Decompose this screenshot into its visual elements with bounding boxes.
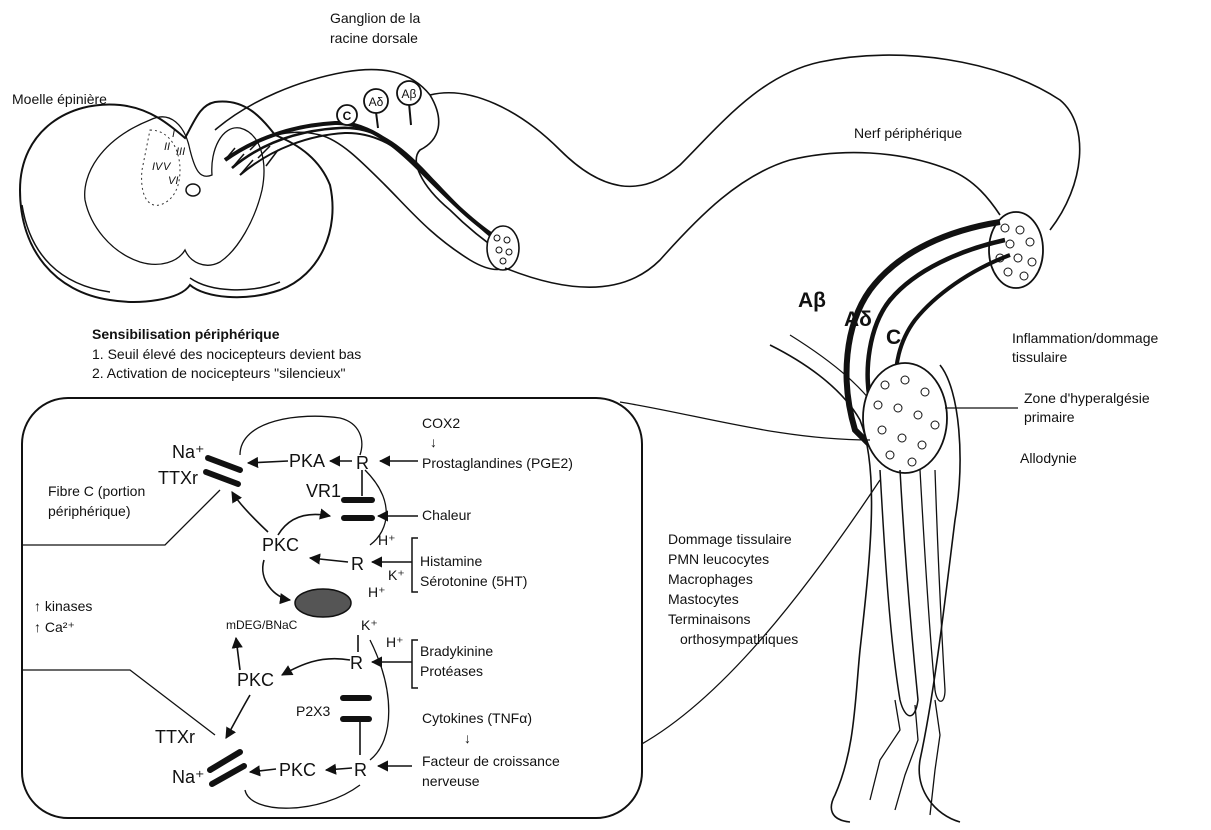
k-plus-2: K⁺ — [361, 617, 378, 633]
inflammation-label-2: tissulaire — [1012, 349, 1067, 365]
leg-fiber-label: Aβ — [798, 289, 826, 312]
fibre-label-1: Fibre C (portion — [48, 483, 145, 499]
peripheral-nerve — [430, 55, 1080, 288]
leg-fiber-label: C — [886, 326, 901, 349]
dommage-list: Dommage tissulaire PMN leucocytes Macrop… — [668, 531, 798, 647]
ganglion-label-1: Ganglion de la — [330, 10, 421, 26]
lamina-label: I — [172, 128, 175, 140]
cox2-down-arrow: ↓ — [430, 434, 437, 450]
kinases-label: ↑ kinases — [34, 598, 92, 614]
h-plus-2: H⁺ — [368, 584, 386, 600]
mdeg-label: mDEG/BNaC — [226, 618, 298, 632]
h-plus-3: H⁺ — [386, 634, 404, 650]
na-top-label: Na⁺ — [172, 442, 205, 462]
moelle-label: Moelle épinière — [12, 91, 107, 107]
lamina-label: III — [176, 146, 185, 158]
pkc-bottom-label: PKC — [237, 670, 274, 690]
r-label-pge2: R — [356, 453, 369, 473]
bradykinine-label: Bradykinine — [420, 643, 493, 659]
allodynie-label: Allodynie — [1020, 450, 1077, 466]
proteases-label: Protéases — [420, 663, 483, 679]
central-canal — [186, 184, 200, 196]
cox2-label: COX2 — [422, 415, 460, 431]
dommage-item: Macrophages — [668, 571, 753, 587]
p2x3-label: P2X3 — [296, 703, 330, 719]
fiber-somas: C Aδ Aβ — [337, 81, 421, 125]
root-cross-section — [487, 226, 519, 270]
fibula-bone — [920, 470, 945, 701]
nerve-outer — [430, 55, 1080, 230]
soma-c-label: C — [343, 109, 352, 123]
zoom-line-top — [620, 402, 870, 440]
dommage-item: Mastocytes — [668, 591, 739, 607]
sens-title: Sensibilisation périphérique — [92, 326, 280, 342]
leg-fiber-label: Aδ — [844, 308, 872, 331]
nerf-label: Nerf périphérique — [854, 125, 962, 141]
soma-ab-label: Aβ — [402, 87, 417, 101]
r-label-ngf: R — [354, 760, 367, 780]
chaleur-label: Chaleur — [422, 507, 471, 523]
cytokines-label: Cytokines (TNFα) — [422, 710, 532, 726]
inflammation-zone — [863, 363, 947, 473]
tibia-bone — [880, 470, 918, 716]
fibre-label-2: périphérique) — [48, 503, 131, 519]
inset-panel: Na⁺ TTXr Fibre C (portion périphérique) … — [22, 398, 880, 818]
mdeg-bnac-channel — [295, 589, 351, 617]
h-plus-1: H⁺ — [378, 532, 396, 548]
facteur-label-2: nerveuse — [422, 773, 480, 789]
soma-ad-label: Aδ — [369, 95, 384, 109]
soma-stalk — [376, 112, 378, 128]
sens-item-2: 2. Activation de nocicepteurs "silencieu… — [92, 365, 346, 381]
zone-label-1: Zone d'hyperalgésie — [1024, 390, 1150, 406]
dommage-item: Dommage tissulaire — [668, 531, 792, 547]
pkc-na-label: PKC — [279, 760, 316, 780]
prostaglandines-label: Prostaglandines (PGE2) — [422, 455, 573, 471]
ttx-bottom-label: TTXr — [155, 727, 195, 747]
facteur-label-1: Facteur de croissance — [422, 753, 560, 769]
k-plus-1: K⁺ — [388, 567, 405, 583]
leg: Aβ Aδ C — [770, 222, 1018, 822]
dommage-item: Terminaisons — [668, 611, 750, 627]
soma-stalk — [409, 103, 411, 125]
lamina-label: VI — [168, 175, 178, 187]
pkc-top-label: PKC — [262, 535, 299, 555]
histamine-label: Histamine — [420, 553, 482, 569]
ganglion-label-2: racine dorsale — [330, 30, 418, 46]
pka-label: PKA — [289, 451, 325, 471]
dommage-item: orthosympathiques — [680, 631, 798, 647]
zone-label-2: primaire — [1024, 409, 1075, 425]
inflammation-label-1: Inflammation/dommage — [1012, 330, 1159, 346]
foot-bones — [870, 700, 940, 815]
na-bottom-label: Na⁺ — [172, 767, 205, 787]
lamina-label: II — [164, 141, 170, 153]
sens-item-1: 1. Seuil élevé des nocicepteurs devient … — [92, 346, 361, 362]
dommage-item: PMN leucocytes — [668, 551, 769, 567]
calcium-label: ↑ Ca²⁺ — [34, 619, 75, 635]
r-label-histamine: R — [351, 554, 364, 574]
r-label-bradykinine: R — [350, 653, 363, 673]
ttx-top-label: TTXr — [158, 468, 198, 488]
cytokines-down-arrow: ↓ — [464, 730, 471, 746]
vr1-label: VR1 — [306, 481, 341, 501]
serotonine-label: Sérotonine (5HT) — [420, 573, 527, 589]
nerve-inner — [505, 153, 1000, 288]
